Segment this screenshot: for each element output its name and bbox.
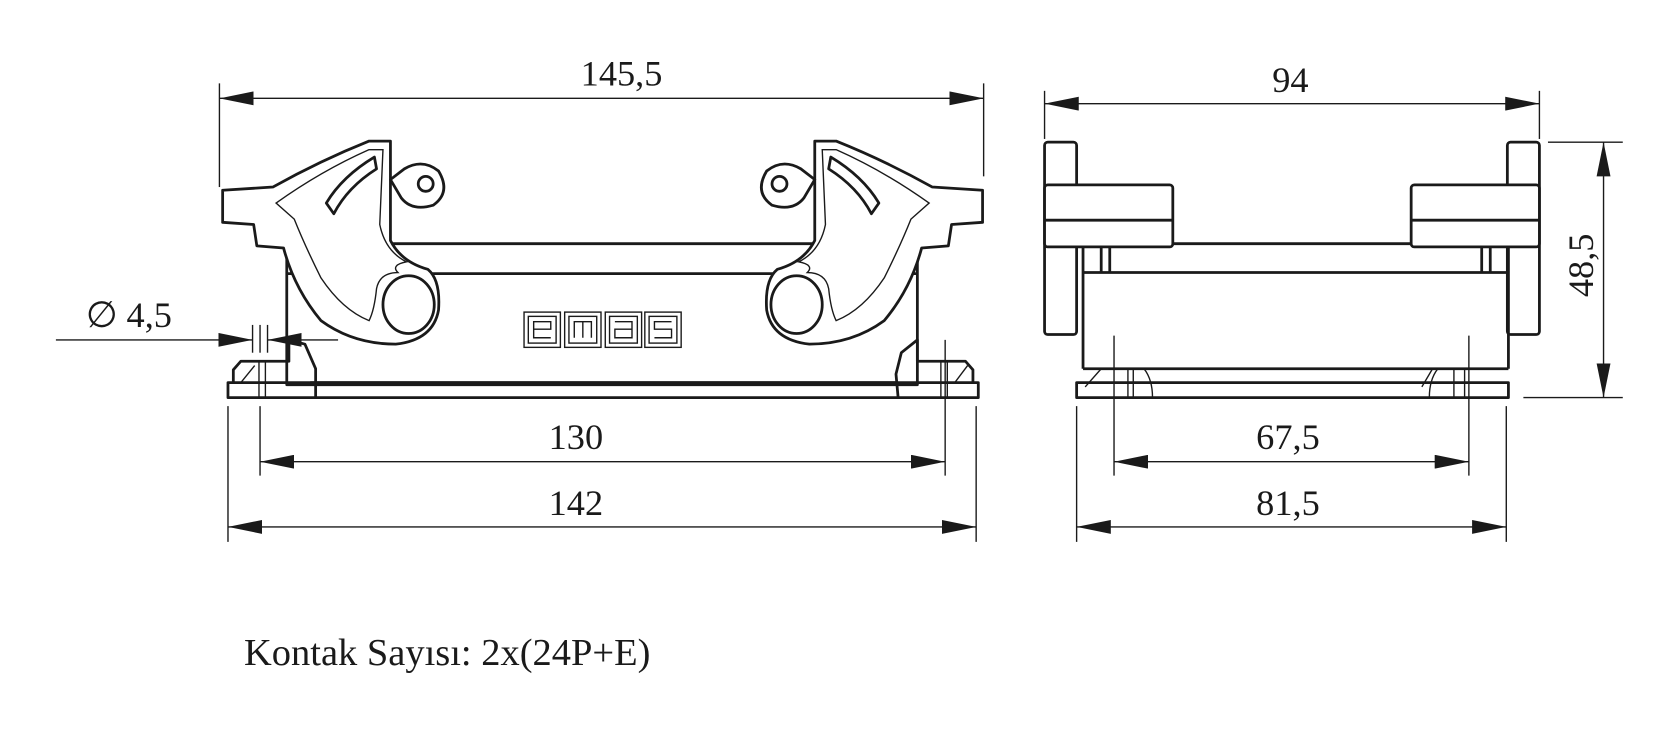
side-view: 94 48,5 67,5 81,5 xyxy=(1043,60,1623,542)
dim-hole-spacing: 130 xyxy=(549,417,604,457)
front-view: 145,5 ∅ 4,5 130 142 xyxy=(55,54,985,542)
emas-logo xyxy=(523,311,682,349)
dim-side-hole-spacing: 67,5 xyxy=(1256,417,1320,457)
left-foot xyxy=(231,338,318,398)
left-locking-lever xyxy=(221,139,446,346)
dim-side-width: 94 xyxy=(1272,60,1308,100)
dim-height: 48,5 xyxy=(1561,234,1601,298)
dim-base-width: 142 xyxy=(549,483,604,523)
right-foot xyxy=(894,338,975,398)
dim-hole-diameter: ∅ 4,5 xyxy=(86,295,172,335)
dim-side-base-width: 81,5 xyxy=(1256,483,1320,523)
housing-body xyxy=(285,242,919,387)
contact-count-caption: Kontak Sayısı: 2x(24P+E) xyxy=(244,632,650,674)
dim-overall-width: 145,5 xyxy=(581,54,663,94)
right-locking-lever xyxy=(760,139,984,346)
